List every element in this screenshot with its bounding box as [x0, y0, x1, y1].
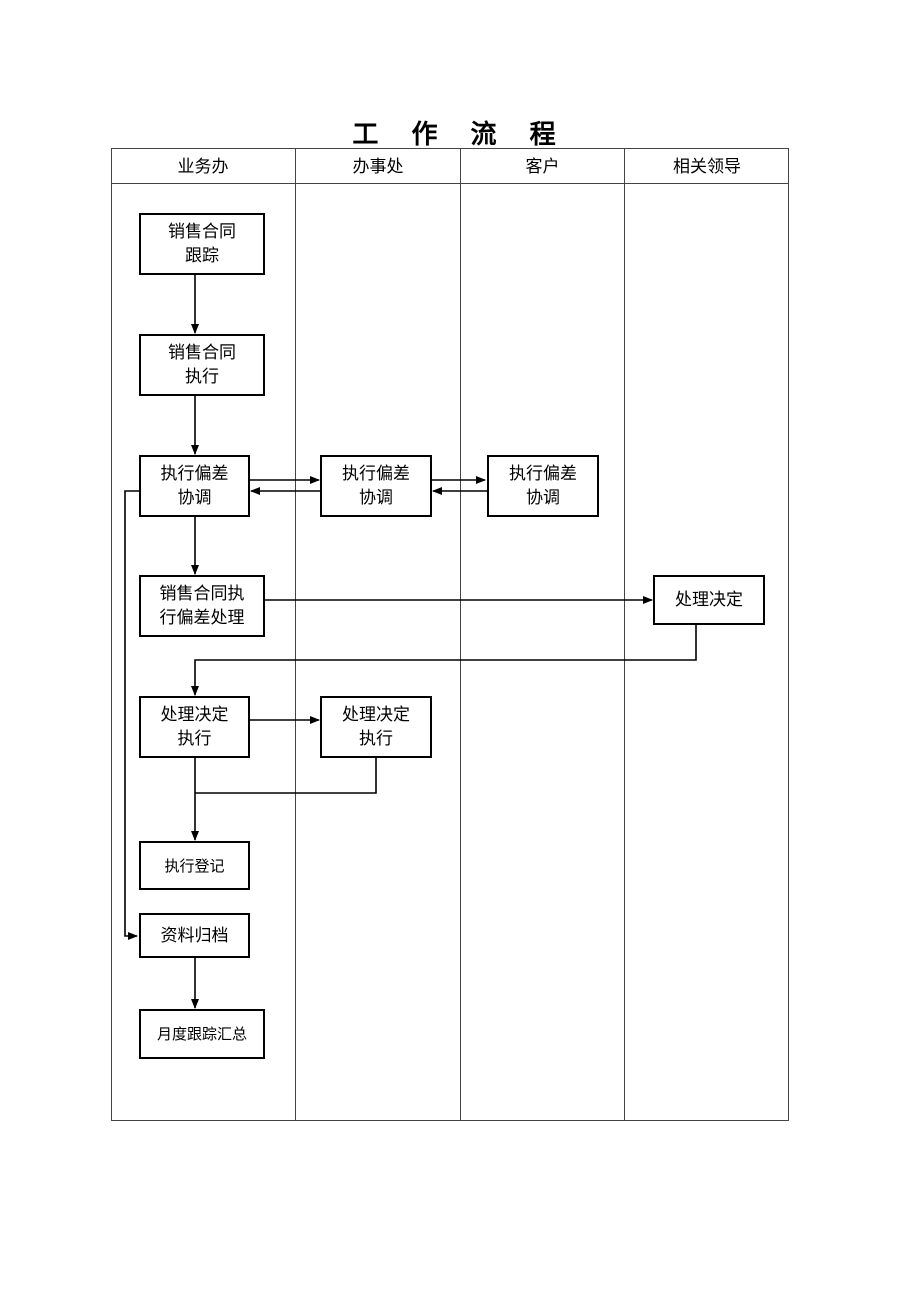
node-contract-execution: 销售合同 执行 [139, 334, 265, 396]
page-title: 工 作 流 程 [352, 120, 568, 150]
node-monthly-summary: 月度跟踪汇总 [139, 1009, 265, 1059]
node-decision-execution-branch: 处理决定 执行 [320, 696, 432, 758]
node-decision-execution-business: 处理决定 执行 [139, 696, 250, 758]
lane-header-customer: 客户 [525, 157, 560, 177]
node-handling-decision: 处理决定 [653, 575, 765, 625]
node-deviation-coordination-business: 执行偏差 协调 [139, 455, 250, 517]
lane-divider [460, 148, 461, 1121]
node-contract-tracking: 销售合同 跟踪 [139, 213, 265, 275]
lane-divider [295, 148, 296, 1121]
node-deviation-coordination-customer: 执行偏差 协调 [487, 455, 599, 517]
line-exec-b-return [195, 757, 377, 794]
arrow-coord-to-archive [124, 490, 139, 940]
node-deviation-coordination-branch: 执行偏差 协调 [320, 455, 432, 517]
arrow-decision-to-exec [191, 625, 697, 696]
node-deviation-handling: 销售合同执 行偏差处理 [139, 575, 265, 637]
lane-header-branch-office: 办事处 [352, 157, 404, 177]
node-archive: 资料归档 [139, 913, 250, 958]
lane-header-leadership: 相关领导 [673, 157, 741, 177]
node-execution-register: 执行登记 [139, 841, 250, 890]
lane-header-row [111, 148, 789, 184]
lane-header-business-office: 业务办 [177, 157, 229, 177]
swimlane-frame [111, 148, 789, 1121]
lane-divider [624, 148, 625, 1121]
